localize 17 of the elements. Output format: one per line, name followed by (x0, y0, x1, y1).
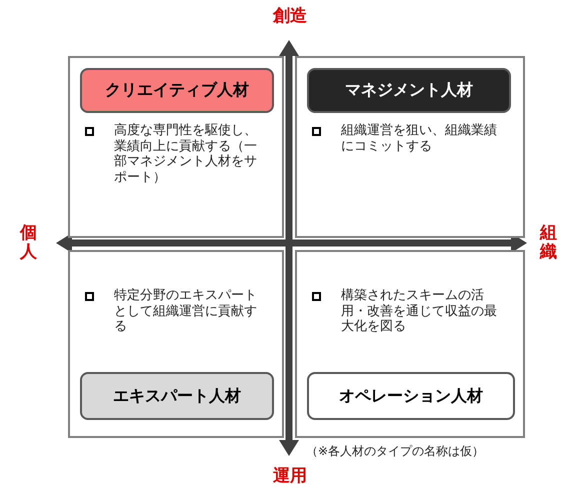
description-text: 特定分野のエキスパートとして組織運営に貢献する (114, 288, 258, 335)
quadrant-panel (68, 56, 284, 238)
category-label-box: エキスパート人材 (80, 372, 274, 420)
description-text: 組織運営を狙い、組織業績にコミットする (341, 123, 498, 154)
note-text: （※各人材のタイプの名称は仮） (306, 443, 484, 460)
axis-label: 運用 (272, 467, 308, 486)
axis-label: 組織 (540, 224, 557, 262)
category-label-box: オペレーション人材 (307, 372, 515, 420)
category-label-box: クリエイティブ人材 (80, 68, 274, 113)
description-text: 構築されたスキームの活用・改善を通じて収益の最大化を図る (341, 288, 498, 335)
description-text: 高度な専門性を駆使し、業績向上に貢献する（一部マネジメント人材をサポート） (114, 123, 258, 186)
quadrant-panel (68, 250, 284, 438)
axis-label: 創造 (272, 7, 308, 26)
quadrant-panel (295, 250, 525, 438)
category-label-box: マネジメント人材 (307, 68, 511, 113)
quadrant-panel (295, 56, 525, 238)
axis-label: 個人 (20, 224, 37, 262)
